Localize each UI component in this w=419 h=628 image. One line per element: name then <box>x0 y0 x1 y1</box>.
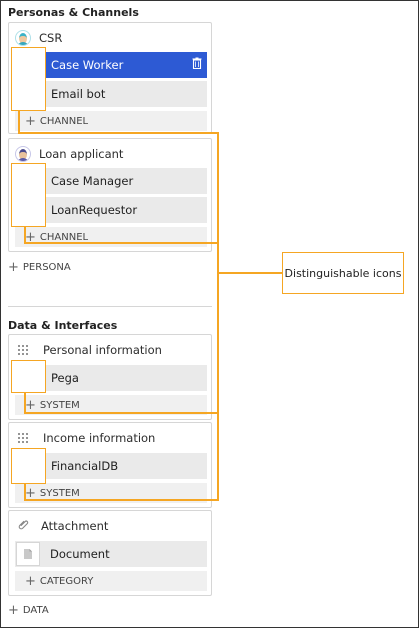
section-divider <box>8 306 212 307</box>
persona-group-csr: CSR Case Worker Email bot + CHANNEL <box>8 22 212 134</box>
callout-highlight-applicant-icons <box>11 163 46 227</box>
plus-icon: + <box>25 573 36 589</box>
system-label: FinancialDB <box>51 459 119 473</box>
callout-highlight-pega-icon <box>11 360 46 393</box>
plus-icon: + <box>25 113 36 129</box>
callout-connector <box>24 242 218 244</box>
channel-label: Case Manager <box>51 174 134 188</box>
callout-connector <box>24 412 218 414</box>
data-header-attachment[interactable]: Attachment <box>17 517 108 535</box>
csr-avatar-icon <box>15 30 31 46</box>
plus-icon: + <box>25 485 36 501</box>
applicant-avatar-icon <box>15 146 31 162</box>
trash-icon[interactable] <box>192 57 202 72</box>
persona-group-loan-applicant: Loan applicant Case Manager LoanRequesto… <box>8 138 212 252</box>
callout-highlight-csr-icons <box>11 47 46 111</box>
add-channel-button[interactable]: + CHANNEL <box>15 111 207 131</box>
callout-label: Distinguishable icons <box>282 252 404 294</box>
data-header-income-information[interactable]: Income information <box>17 429 155 447</box>
add-data-button[interactable]: + DATA <box>8 603 49 618</box>
channel-label: Case Worker <box>51 58 124 72</box>
add-system-button[interactable]: + SYSTEM <box>15 483 207 503</box>
callout-connector <box>18 111 20 133</box>
data-group-name: Income information <box>43 431 156 445</box>
data-group-attachment: Attachment Document + CATEGORY <box>8 510 212 596</box>
channel-label: Email bot <box>51 87 106 101</box>
data-section-title: Data & Interfaces <box>8 319 118 332</box>
callout-connector <box>24 499 218 501</box>
document-icon <box>16 542 40 566</box>
plus-icon: + <box>25 229 36 245</box>
add-channel-button[interactable]: + CHANNEL <box>15 227 207 247</box>
persona-name: CSR <box>39 31 63 45</box>
add-category-button[interactable]: + CATEGORY <box>15 571 207 591</box>
channel-item-case-worker[interactable]: Case Worker <box>15 52 207 78</box>
persona-header-loan-applicant[interactable]: Loan applicant <box>15 145 123 163</box>
add-system-button[interactable]: + SYSTEM <box>15 395 207 415</box>
callout-connector <box>217 272 282 274</box>
data-group-name: Attachment <box>41 519 109 533</box>
persona-name: Loan applicant <box>39 147 124 161</box>
callout-connector <box>24 393 26 413</box>
data-header-personal-information[interactable]: Personal information <box>17 341 162 359</box>
callout-connector <box>18 132 218 134</box>
drag-handle-icon[interactable] <box>17 432 29 444</box>
persona-header-csr[interactable]: CSR <box>15 29 62 47</box>
personas-section-title: Personas & Channels <box>8 6 139 19</box>
category-label: Document <box>50 547 110 561</box>
plus-icon: + <box>8 260 19 275</box>
paperclip-icon <box>13 516 32 535</box>
callout-connector <box>217 132 219 501</box>
data-group-name: Personal information <box>43 343 162 357</box>
drag-handle-icon[interactable] <box>17 344 29 356</box>
channel-label: LoanRequestor <box>51 203 138 217</box>
system-label: Pega <box>51 371 79 385</box>
category-item-document[interactable]: Document <box>15 541 207 567</box>
plus-icon: + <box>25 397 36 413</box>
plus-icon: + <box>8 603 19 618</box>
add-persona-button[interactable]: + PERSONA <box>8 260 71 275</box>
callout-connector <box>24 484 26 500</box>
callout-connector <box>24 227 26 243</box>
callout-highlight-financialdb-icon <box>11 448 46 484</box>
channel-item-case-manager[interactable]: Case Manager <box>15 168 207 194</box>
